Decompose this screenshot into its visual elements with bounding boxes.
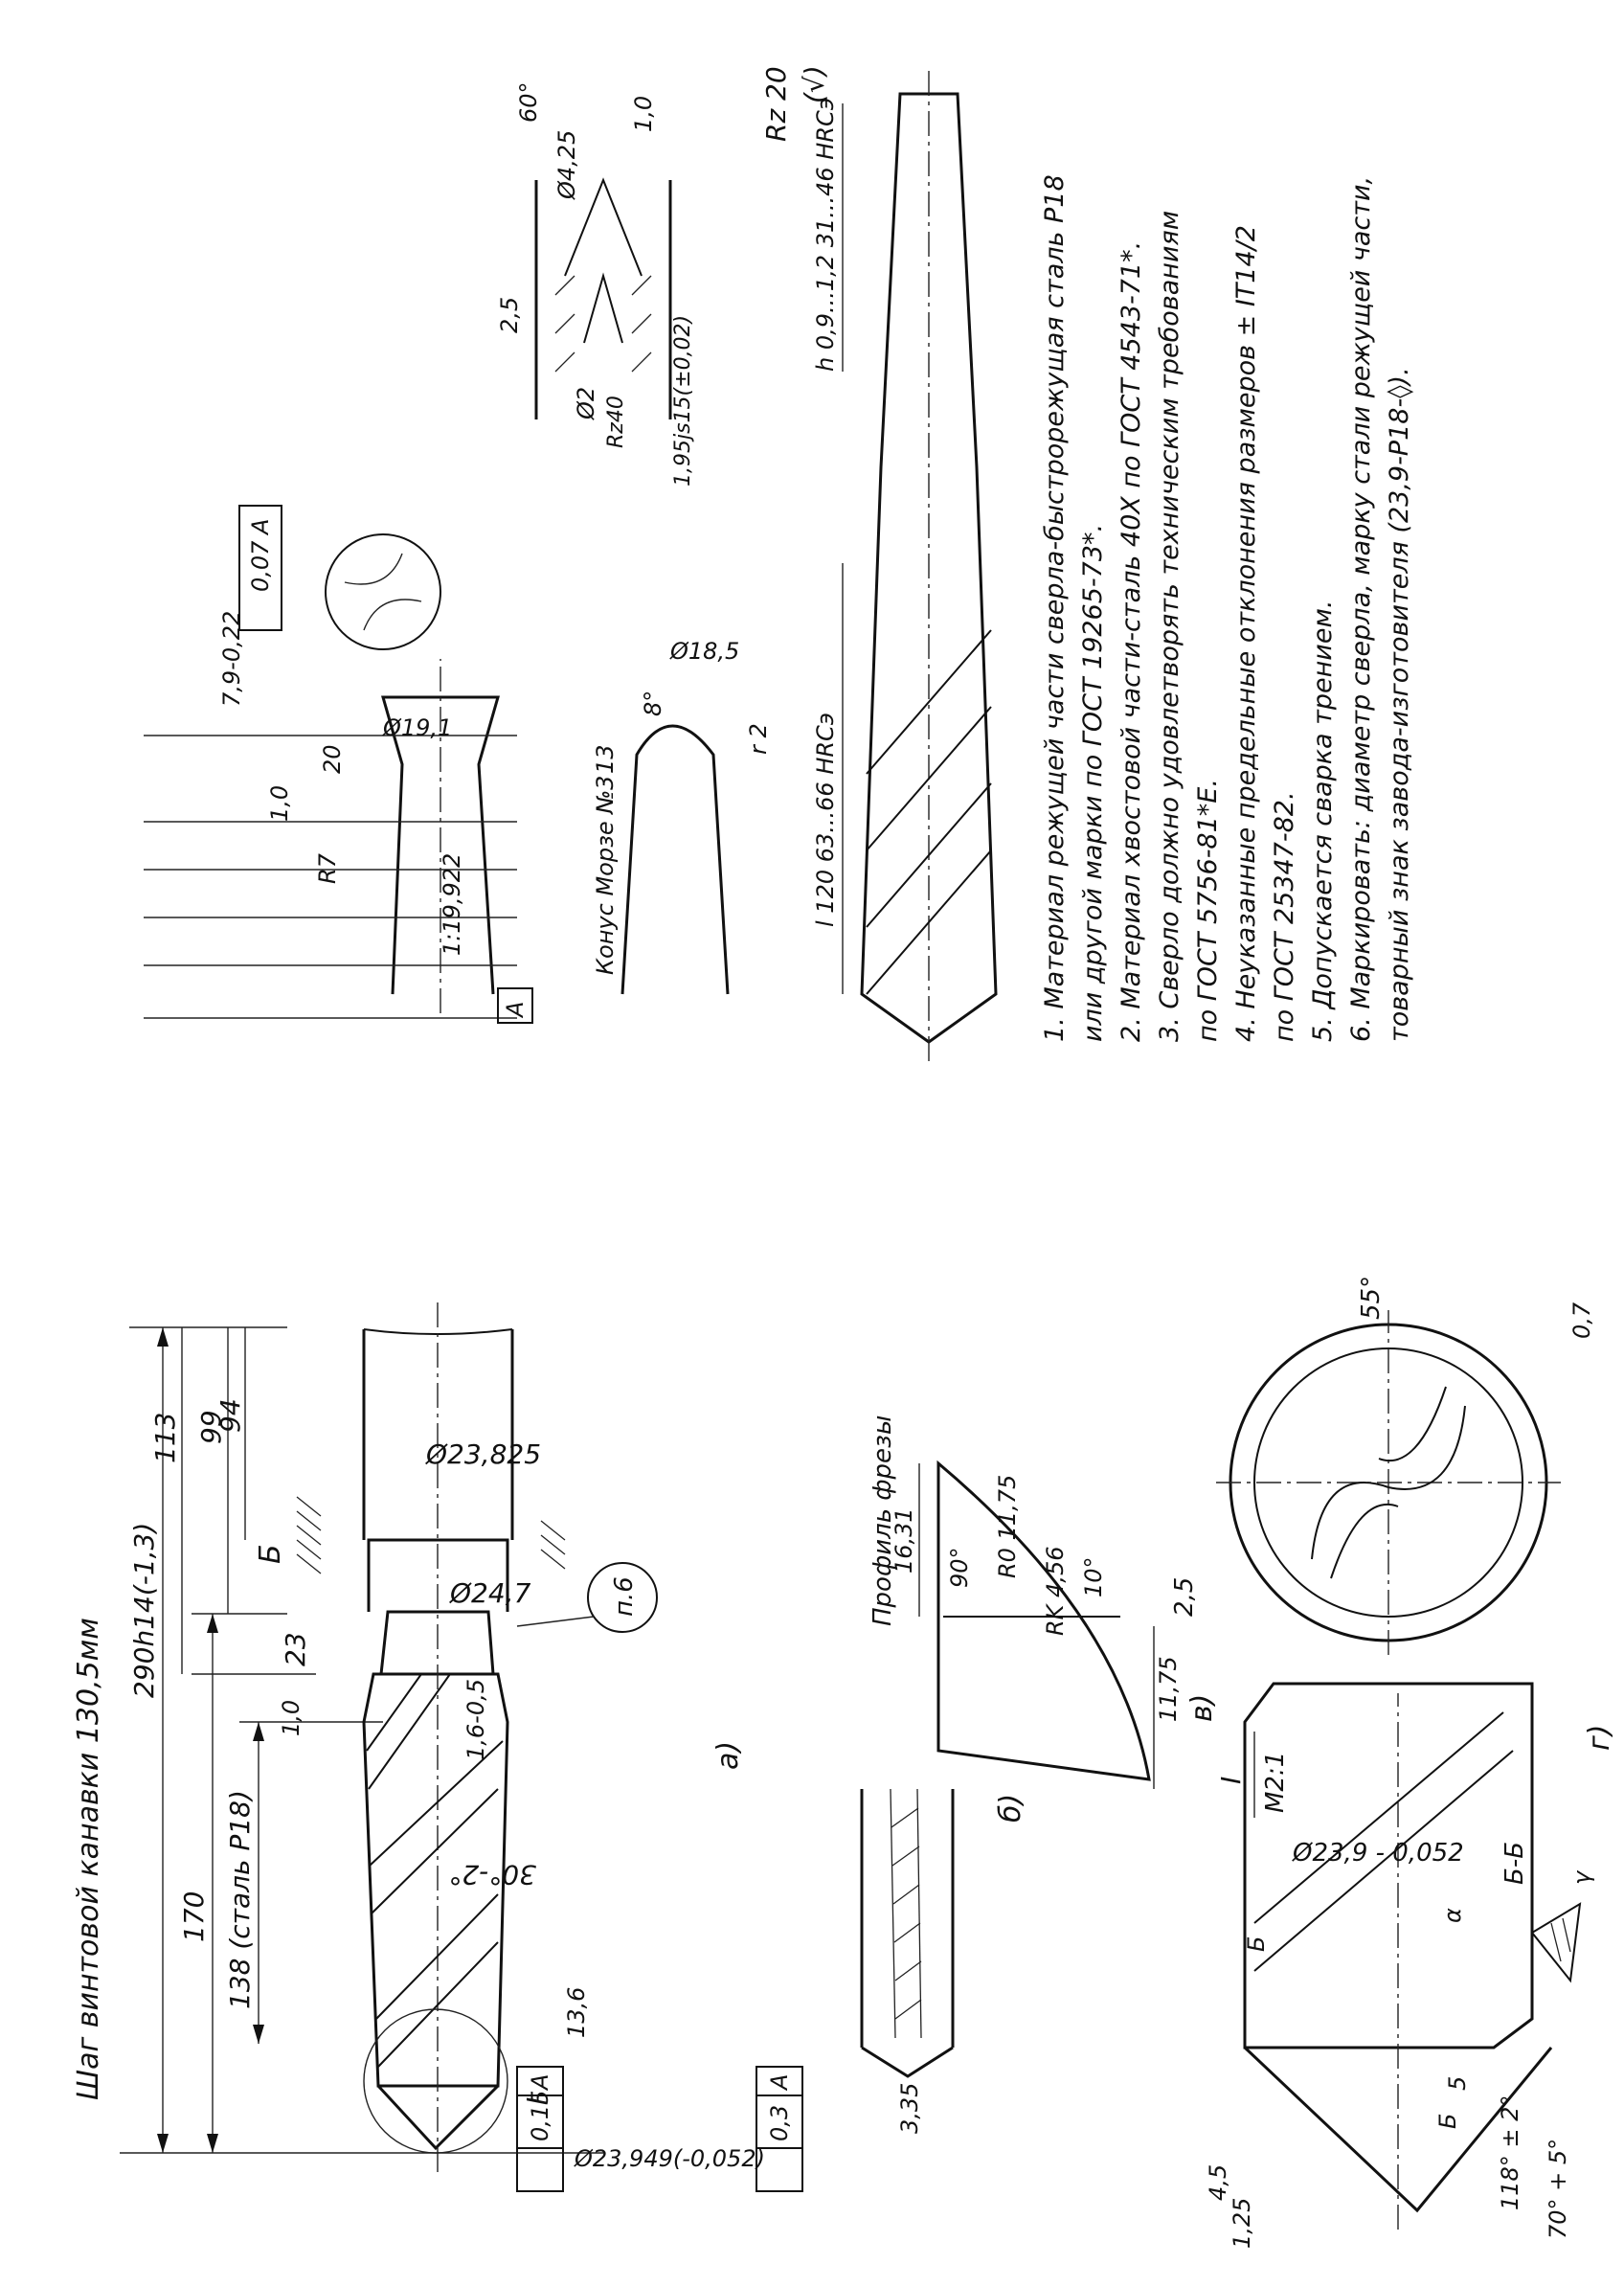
tang-7-9: 7,9-0,22: [218, 611, 245, 707]
center-d-2: Ø2: [573, 387, 599, 420]
tang-view: 1,0 R7 20 1:19,922 A 7,9-0,22 Ø19,1 0,07…: [144, 505, 772, 1024]
tang-datum: A: [502, 1002, 529, 1019]
cutter-rk: RK 4,56: [1042, 1547, 1069, 1636]
detail-alpha: α: [1439, 1908, 1466, 1923]
note-line-5: по ГОСТ 5756-81*Е.: [1193, 779, 1223, 1042]
note-line-3: 2. Материал хвостовой части-сталь 40Х по…: [1116, 241, 1146, 1042]
section-gamma: γ: [1568, 1869, 1595, 1885]
view-b: 3,35 б): [860, 1788, 1027, 2134]
dim-land: 1,6-0,5: [462, 1679, 489, 1760]
center-rz40: Rz40: [604, 396, 628, 448]
dim-170: 170: [178, 1891, 210, 1942]
surface-finish-paren: (√): [799, 65, 830, 103]
end-view-55: 55°: [1357, 1276, 1386, 1320]
dim-helix: 30°-2°: [448, 1859, 536, 1891]
view-v: Профиль фрезы 16,31 11,75 90° 10° R0 11,…: [868, 1415, 1219, 1789]
cutter-angle-10: 10°: [1080, 1556, 1107, 1597]
runout-datum: A: [527, 2074, 553, 2092]
cutter-r0: R0 11,75: [994, 1475, 1021, 1578]
rough-1-0: 1,0: [278, 1700, 304, 1736]
tang-end-view: [325, 533, 441, 650]
symmetry-value: 0,3: [766, 2105, 793, 2141]
note-line-4: 3. Сверло должно удовлетворять техническ…: [1155, 211, 1184, 1042]
detail-diameter: Ø23,9 - 0,052: [1292, 1839, 1464, 1868]
drawing-title: Шаг винтовой канавки 130,5мм: [72, 1618, 105, 2100]
dim-23: 23: [280, 1632, 311, 1666]
hardness-view: l 120 63...66 HRCэ h 0,9...1,2 31...46 H…: [812, 65, 998, 1061]
detail-len-4-5: 4,5: [1205, 2164, 1231, 2201]
dim-99: 99: [195, 1410, 227, 1444]
detail-section-mark-top: Б: [1243, 1936, 1270, 1952]
view-g: I M2:1 Ø23,9 - 0,052 4,5 5 118° ± 2° 70°…: [1170, 1276, 1616, 2249]
view-a-label: а): [711, 1741, 745, 1770]
tang-r7: R7: [314, 852, 341, 884]
cutter-profile-title: Профиль фрезы: [868, 1415, 897, 1626]
detail-angle-118: 118° ± 2°: [1497, 2095, 1523, 2210]
morse-angle-8: 8°: [640, 691, 666, 716]
tang-rough: 1,0: [266, 785, 293, 822]
hardness-cutting: l 120 63...66 HRCэ: [812, 713, 839, 927]
detail-angle-70: 70° + 5°: [1545, 2139, 1571, 2239]
detail-rough-1-25: 1,25: [1229, 2198, 1255, 2249]
dim-d-tip: Ø23,949(-0,052): [574, 2145, 765, 2172]
dim-d-shank: Ø23,825: [425, 1438, 541, 1470]
tang-sym-datum: A: [247, 519, 274, 536]
surface-finish-rz20: Rz 20: [760, 66, 792, 142]
note-line-7: по ГОСТ 25347-82.: [1270, 791, 1299, 1042]
cutter-width: 16,31: [891, 1507, 917, 1574]
end-view-2-5: 2,5: [1170, 1577, 1199, 1617]
detail-scale: M2:1: [1261, 1752, 1290, 1813]
symmetry-datum: A: [766, 2074, 793, 2092]
center-r-1-0: 1,0: [630, 96, 657, 132]
center-hole-view: 60° Ø4,25 1,0 2,5 Rz40 Ø2 1,95js15(±0,02…: [496, 65, 830, 487]
note-line-1: 1. Материал режущей части сверла-быстрор…: [1040, 174, 1070, 1042]
dim-d-neck: Ø24,7: [449, 1577, 531, 1609]
center-angle-60: 60°: [515, 81, 542, 123]
section-b-label: Б: [254, 1544, 287, 1564]
morse-d-18-5: Ø18,5: [669, 638, 739, 665]
hardness-tail: h 0,9...1,2 31...46 HRCэ: [812, 98, 839, 372]
tang-dim-20: 20: [319, 744, 346, 774]
center-d-4-25: Ø4,25: [553, 130, 580, 200]
end-view-0-7: 0,7: [1568, 1302, 1595, 1339]
note-ref-bubble: п.6: [610, 1576, 639, 1617]
dim-94: 94: [214, 1398, 246, 1433]
cutter-height: 11,75: [1155, 1656, 1182, 1722]
center-d-1-95: 1,95js15(±0,02): [671, 315, 695, 487]
view-a: Шаг винтовой канавки 130,5мм 290h14(-1,3…: [72, 1301, 803, 2192]
morse-dim-13: 13: [592, 744, 619, 774]
center-2-5: 2,5: [496, 297, 523, 333]
dim-overall: 290h14(-1,3): [128, 1523, 160, 1698]
dim-13-6: 13,6: [563, 1987, 590, 2038]
note-line-10: товарный знак завода-изготовителя (23,9-…: [1385, 367, 1414, 1042]
cutter-angle-90: 90°: [946, 1547, 973, 1588]
note-line-6: 4. Неуказанные предельные отклонения раз…: [1231, 225, 1261, 1042]
tang-d-19-1: Ø19,1: [382, 714, 452, 741]
dim-web: 3,35: [896, 2083, 923, 2134]
tang-taper: 1:19,922: [439, 853, 465, 956]
runout-frame: [516, 2066, 564, 2192]
detail-len-5: 5: [1444, 2076, 1471, 2091]
note-line-2: или другой марки по ГОСТ 19265-73*.: [1078, 524, 1108, 1042]
tang-sym-value: 0,07: [247, 540, 274, 592]
view-g-label: г): [1583, 1725, 1616, 1751]
symmetry-frame: [756, 2066, 803, 2192]
section-label: Б-Б: [1500, 1842, 1529, 1885]
dim-138: 138 (сталь Р18): [224, 1790, 256, 2009]
detail-I-label: I: [521, 2097, 553, 2105]
detail-scale-I: I: [1215, 1777, 1247, 1784]
morse-r2: r 2: [745, 723, 772, 755]
detail-section-mark-bottom: Б: [1434, 2114, 1461, 2129]
note-line-8: 5. Допускается сварка трением.: [1308, 600, 1338, 1042]
view-b-label: б): [994, 1794, 1027, 1823]
note-line-9: 6. Маркировать: диаметр сверла, марку ст…: [1346, 176, 1376, 1042]
technical-notes: 1. Материал режущей части сверла-быстрор…: [1040, 174, 1414, 1042]
view-v-label: в): [1185, 1694, 1219, 1722]
runout-value: 0,15: [527, 2091, 553, 2141]
dim-113: 113: [149, 1413, 181, 1463]
morse-label: Конус Морзе №3: [592, 776, 619, 975]
